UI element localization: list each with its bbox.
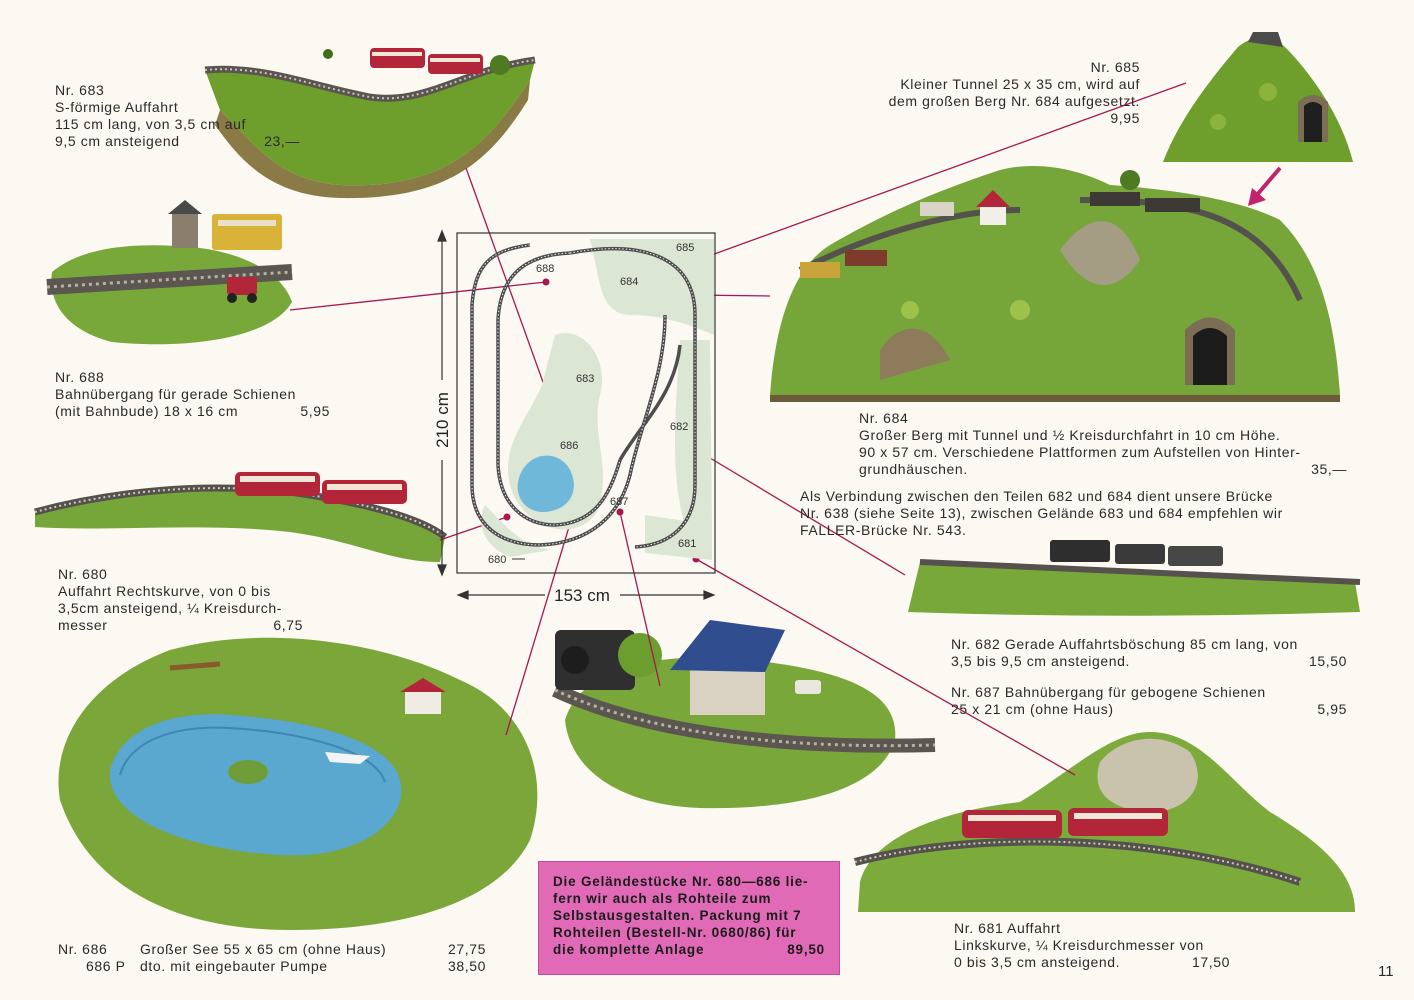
item-680-line: Auffahrt Rechtskurve, von 0 bis	[58, 583, 271, 599]
item-682-line: Nr. 682 Gerade Auffahrtsböschung 85 cm l…	[951, 636, 1298, 652]
item-684-description: Nr. 684 Großer Berg mit Tunnel und ½ Kre…	[859, 410, 1347, 478]
item-682-line: 3,5 bis 9,5 cm ansteigend. 15,50	[951, 653, 1347, 670]
item-685-price: 9,95	[1110, 110, 1140, 126]
piece-label-682: 682	[670, 421, 688, 433]
item-688-line-text: (mit Bahnbude) 18 x 16 cm	[55, 403, 239, 419]
item-680-line: messer 6,75	[58, 617, 303, 634]
item-686p-price: 38,50	[447, 958, 486, 974]
piece-label-683: 683	[576, 373, 594, 385]
item-684-line-text: grundhäuschen.	[859, 461, 968, 477]
piece-label-681: 681	[678, 538, 696, 550]
item-686p-row: 686 P dto. mit eingebauter Pumpe 38,50	[58, 958, 486, 975]
item-680-line: 3,5cm ansteigend, ¼ Kreisdurch-	[58, 600, 283, 616]
piece-label-680: 680	[488, 554, 506, 566]
arrow-icon	[1248, 166, 1282, 206]
item-685-line: Kleiner Tunnel 25 x 35 cm, wird auf	[900, 76, 1140, 92]
lake-686-image	[58, 637, 538, 930]
item-688-line: Bahnübergang für gerade Schienen	[55, 386, 297, 402]
item-680-description: Nr. 680 Auffahrt Rechtskurve, von 0 bis …	[58, 566, 303, 634]
item-686-description: Nr. 686 Großer See 55 x 65 cm (ohne Haus…	[58, 941, 486, 975]
piece-label-684: 684	[620, 276, 638, 288]
mountain-684-image	[770, 165, 1340, 402]
item-688-price: 5,95	[300, 403, 330, 419]
item-681-line: Linkskurve, ¼ Kreisdurchmesser von	[954, 937, 1204, 953]
item-687-line: Nr. 687 Bahnübergang für gebogene Schien…	[951, 684, 1266, 700]
bridge-note: Als Verbindung zwischen den Teilen 682 u…	[800, 488, 1348, 539]
ramp-680-image	[34, 472, 448, 562]
crossing-688-image	[46, 200, 293, 345]
item-682-description: Nr. 682 Gerade Auffahrtsböschung 85 cm l…	[951, 636, 1347, 670]
tunnel-685-image	[1163, 32, 1353, 162]
item-680-line-text: messer	[58, 617, 108, 633]
piece-label-687: 687	[610, 496, 628, 508]
item-687-price: 5,95	[1317, 701, 1347, 717]
item-683-price: 23,—	[264, 133, 300, 149]
item-683-line: 9,5 cm ansteigend 23,—	[55, 133, 300, 150]
info-box-price: 89,50	[787, 942, 825, 957]
item-683-line: S-förmige Auffahrt	[55, 99, 179, 115]
item-680-number: Nr. 680	[58, 566, 108, 582]
item-686p-text: dto. mit eingebauter Pumpe	[140, 958, 328, 974]
item-680-price: 6,75	[273, 617, 303, 633]
height-label: 210 cm	[433, 392, 452, 448]
item-685-line: dem großen Berg Nr. 684 aufgesetzt.	[888, 93, 1140, 109]
item-686-price: 27,75	[447, 941, 486, 957]
embankment-682-image	[908, 540, 1361, 616]
item-682-price: 15,50	[1308, 653, 1347, 669]
item-681-description: Nr. 681 Auffahrt Linkskurve, ¼ Kreisdurc…	[954, 920, 1230, 971]
page-number: 11	[1378, 963, 1394, 980]
info-box-line: Die Geländestücke Nr. 680—686 lie-	[553, 874, 809, 889]
ramp-681-image	[853, 732, 1355, 912]
item-687-line-text: 25 x 21 cm (ohne Haus)	[951, 701, 1114, 717]
item-684-line: Großer Berg mit Tunnel und ½ Kreisdurchf…	[859, 427, 1281, 443]
info-box-line: Selbstausgestalten. Packung mit 7	[553, 908, 802, 923]
item-683-description: Nr. 683 S-förmige Auffahrt 115 cm lang, …	[55, 82, 300, 150]
item-686-text: Großer See 55 x 65 cm (ohne Haus)	[140, 941, 387, 957]
item-684-price: 35,—	[1311, 461, 1347, 477]
info-box-line-text: die komplette Anlage	[553, 942, 705, 957]
item-687-line: 25 x 21 cm (ohne Haus) 5,95	[951, 701, 1347, 718]
item-687-description: Nr. 687 Bahnübergang für gebogene Schien…	[951, 684, 1347, 718]
item-686-number: Nr. 686	[58, 941, 108, 957]
item-683-line-text: 9,5 cm ansteigend	[55, 133, 180, 149]
item-683-number: Nr. 683	[55, 82, 105, 98]
bridge-note-line: Nr. 638 (siehe Seite 13), zwischen Gelän…	[800, 505, 1283, 521]
bridge-note-line: FALLER-Brücke Nr. 543.	[800, 522, 967, 538]
item-681-line: 0 bis 3,5 cm ansteigend. 17,50	[954, 954, 1230, 971]
item-681-line-text: 0 bis 3,5 cm ansteigend.	[954, 954, 1121, 970]
piece-label-686: 686	[560, 440, 578, 452]
info-box-line: die komplette Anlage 89,50	[553, 942, 825, 957]
item-681-number: Nr. 681 Auffahrt	[954, 920, 1061, 936]
item-688-line: (mit Bahnbude) 18 x 16 cm 5,95	[55, 403, 330, 420]
item-681-price: 17,50	[1191, 954, 1230, 970]
info-box-line: fern wir auch als Rohteile zum	[553, 891, 772, 906]
item-683-line: 115 cm lang, von 3,5 cm auf	[55, 116, 247, 132]
item-685-description: Nr. 685 Kleiner Tunnel 25 x 35 cm, wird …	[866, 59, 1140, 127]
piece-label-688: 688	[536, 263, 554, 275]
item-686-row: Nr. 686 Großer See 55 x 65 cm (ohne Haus…	[58, 941, 486, 958]
item-682-line-text: 3,5 bis 9,5 cm ansteigend.	[951, 653, 1131, 669]
item-686p-number: 686 P	[86, 958, 126, 974]
item-684-number: Nr. 684	[859, 410, 909, 426]
item-688-number: Nr. 688	[55, 369, 105, 385]
ramp-683-image	[204, 48, 536, 199]
layout-diagram: 210 cm 153 cm 685 688 684 683 682 686 68…	[433, 229, 716, 605]
item-685-number: Nr. 685	[1090, 59, 1140, 75]
bridge-note-line: Als Verbindung zwischen den Teilen 682 u…	[800, 488, 1273, 504]
info-box-line: Rohteilen (Bestell-Nr. 0680/86) für	[553, 925, 797, 940]
item-688-description: Nr. 688 Bahnübergang für gerade Schienen…	[55, 369, 330, 420]
item-684-line: grundhäuschen. 35,—	[859, 461, 1347, 478]
width-label: 153 cm	[554, 586, 610, 605]
item-684-line: 90 x 57 cm. Verschiedene Plattformen zum…	[859, 444, 1301, 460]
raw-parts-info-box: Die Geländestücke Nr. 680—686 lie- fern …	[538, 861, 840, 975]
piece-label-685: 685	[676, 242, 694, 254]
